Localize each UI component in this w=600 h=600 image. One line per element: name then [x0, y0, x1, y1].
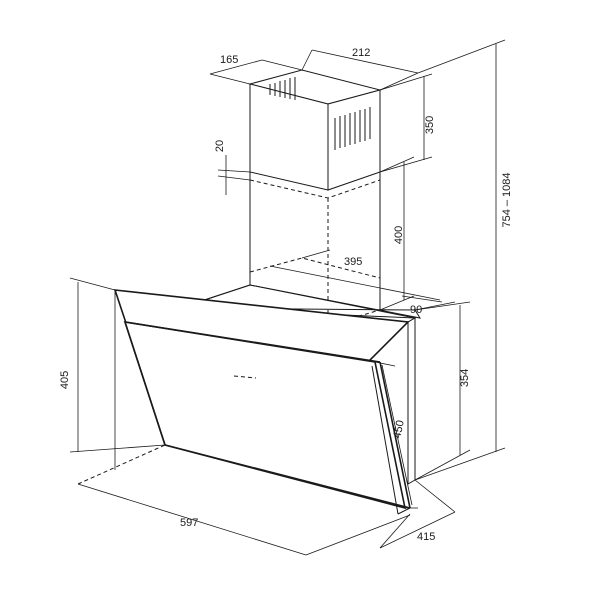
control-strip: [233, 375, 257, 379]
dim-chimney-offset: 395: [269, 249, 441, 301]
dim-hood-height-left: 405: [59, 277, 166, 453]
label-405: 405: [59, 371, 71, 389]
label-400: 400: [393, 226, 405, 244]
dim-chimney-depth: 165: [209, 54, 303, 85]
glass-panel: [113, 289, 411, 515]
label-395: 395: [344, 256, 362, 268]
dim-glass-height: 450: [374, 361, 418, 509]
dim-depth: 415: [379, 479, 456, 549]
dim-total-height: 754 – 1084: [414, 39, 513, 481]
dim-width: 597: [77, 290, 411, 556]
dim-chimney-upper-height: 350: [379, 73, 436, 173]
dim-chimney-lower-height: 400: [379, 156, 415, 311]
label-20: 20: [214, 140, 226, 152]
dim-overlap: 20: [214, 140, 251, 195]
label-597: 597: [180, 517, 198, 529]
dim-hood-body-height: 354: [414, 301, 471, 481]
label-350: 350: [424, 116, 436, 134]
control-buttons[interactable]: [234, 373, 256, 378]
vent-slots-front: [269, 77, 296, 100]
vent-slots-side: [334, 107, 371, 150]
upper-chimney: [248, 69, 382, 191]
label-354: 354: [459, 369, 471, 387]
label-754-1084: 754 – 1084: [501, 172, 513, 227]
label-415: 415: [417, 531, 435, 543]
dim-rear-depth: 90: [401, 295, 456, 316]
label-165: 165: [220, 54, 238, 66]
dim-chimney-width: 212: [301, 47, 419, 91]
label-450: 450: [391, 419, 407, 439]
label-212: 212: [352, 47, 370, 59]
